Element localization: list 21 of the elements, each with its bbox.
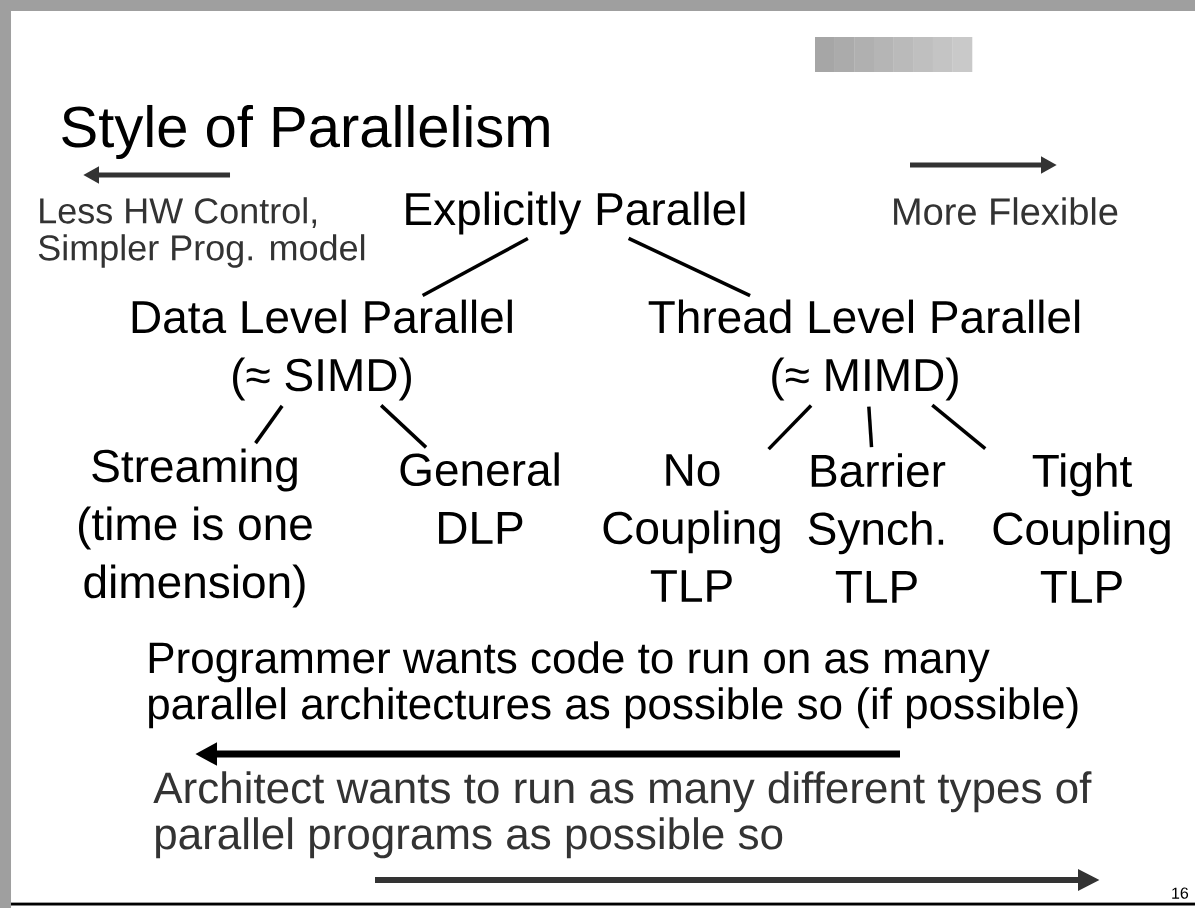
connector-line bbox=[931, 403, 987, 450]
text-label: 16 bbox=[1172, 887, 1189, 899]
tree-label: Barrier Synch. TLP bbox=[808, 453, 946, 603]
tree-label: No Coupling TLP bbox=[603, 454, 780, 602]
text-label: More Flexible bbox=[894, 197, 1118, 226]
connector-line bbox=[379, 404, 428, 449]
connector-line bbox=[254, 404, 284, 445]
tree-label: General DLP bbox=[400, 452, 559, 544]
tree-label: Thread Level Parallel (≈ MIMD) bbox=[648, 299, 1080, 401]
tree-label: Tight Coupling TLP bbox=[993, 453, 1170, 603]
connector-line bbox=[421, 237, 529, 297]
tree-label: Data Level Parallel (≈ SIMD) bbox=[132, 299, 512, 401]
tree-label: Explicitly Parallel bbox=[406, 191, 745, 235]
slide-title: Style of Parallelism bbox=[62, 104, 549, 160]
connector-line bbox=[767, 404, 813, 451]
connector-line bbox=[867, 406, 874, 448]
tree-label: Streaming (time is one dimension) bbox=[79, 448, 312, 608]
text-label: Less HW Control, Simpler Prog. model bbox=[38, 197, 365, 268]
connector-line bbox=[627, 236, 751, 298]
text-label: Architect wants to run as many different types of parallel programs as possible so bbox=[153, 771, 1092, 859]
text-label: Programmer wants code to run on as many parallel architectures as possible so (if possible) bbox=[149, 641, 1078, 729]
